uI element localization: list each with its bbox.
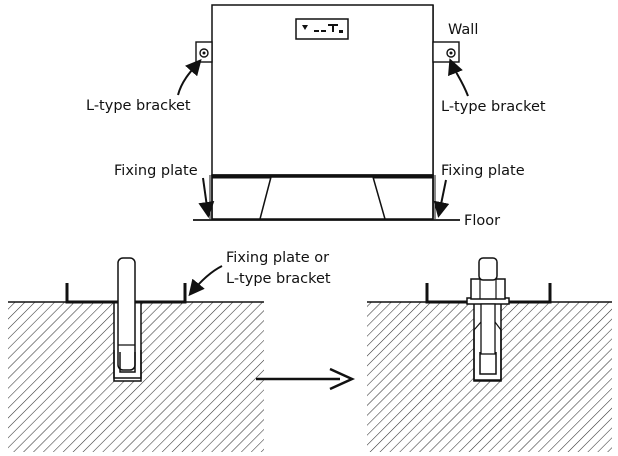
right-fixing-plate [432,175,436,219]
leader-plate-left [198,177,215,218]
right-arrow-icon [256,367,356,391]
right-bracket [432,41,460,63]
label-fixing-plate-left: Fixing plate [114,163,198,179]
label-callout-line1: Fixing plate or [226,250,329,266]
anchor-before [8,257,264,452]
label-callout-line2: L-type bracket [226,271,331,287]
leader-bracket-right [448,58,469,97]
leader-bracket-left [177,58,202,96]
label-floor: Floor [464,213,500,229]
label-wall: Wall [448,22,478,38]
left-fixing-plate [209,175,213,219]
leader-plate-right [433,179,450,218]
left-bracket [195,41,213,63]
cabinet-unit [177,4,469,221]
label-bracket-right: L-type bracket [441,99,546,115]
control-panel-icon [295,18,349,40]
anchor-after [367,257,612,452]
label-fixing-plate-right: Fixing plate [441,163,525,179]
label-bracket-left: L-type bracket [86,98,191,114]
leader-callout [188,265,223,297]
base-opening [259,176,386,220]
